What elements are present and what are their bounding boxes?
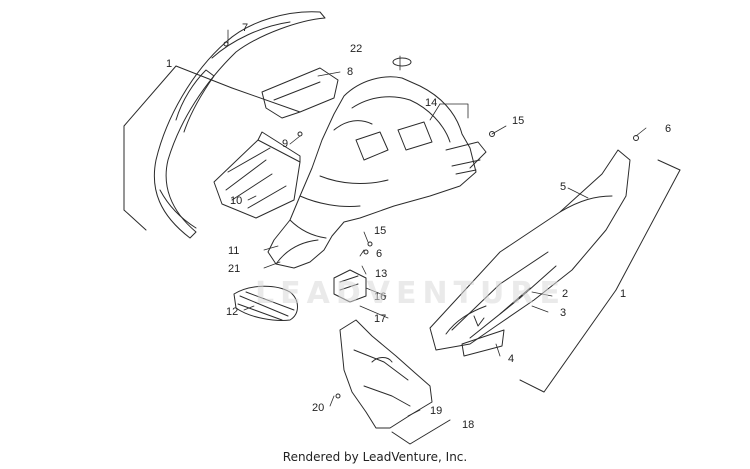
callout-2: 2 [562, 288, 568, 300]
bracket-1-left [123, 65, 233, 231]
louver-grille [213, 131, 301, 219]
callout-15-mid: 15 [374, 225, 386, 237]
bracket-1-right [519, 159, 681, 393]
front-hood [267, 76, 487, 269]
rendered-by-footer: Rendered by LeadVenture, Inc. [282, 450, 468, 464]
callout-22: 22 [350, 43, 362, 55]
watermark: LEADVENTURE [255, 276, 566, 311]
fasteners [223, 41, 639, 399]
callout-21: 21 [228, 263, 240, 275]
callout-16: 16 [374, 291, 386, 303]
callout-10: 10 [230, 195, 242, 207]
vent-panel [231, 67, 339, 119]
mounting-bracket [333, 269, 367, 303]
callout-4: 4 [508, 353, 514, 365]
callout-3: 3 [560, 307, 566, 319]
callout-8: 8 [347, 66, 353, 78]
callout-14: 14 [425, 97, 437, 109]
callout-12: 12 [226, 306, 238, 318]
callout-19: 19 [430, 405, 442, 417]
callout-1-left: 1 [166, 58, 172, 70]
callout-9: 9 [282, 138, 288, 150]
callout-6-mid: 6 [376, 248, 382, 260]
right-side-panel [429, 149, 631, 357]
callout-15-top: 15 [512, 115, 524, 127]
left-side-panel [153, 11, 326, 239]
callout-7: 7 [242, 22, 248, 34]
callout-20: 20 [312, 402, 324, 414]
callout-5: 5 [560, 181, 566, 193]
leader-lines [227, 29, 647, 417]
callout-18: 18 [462, 419, 474, 431]
callout-1-right: 1 [620, 288, 626, 300]
mesh-screen [233, 285, 298, 321]
callout-6-top: 6 [665, 123, 671, 135]
lower-nose [339, 319, 433, 429]
callout-13: 13 [375, 268, 387, 280]
cap [392, 57, 412, 67]
callout-11: 11 [228, 245, 239, 257]
callout-17: 17 [374, 313, 386, 325]
bracket-18 [391, 419, 451, 445]
